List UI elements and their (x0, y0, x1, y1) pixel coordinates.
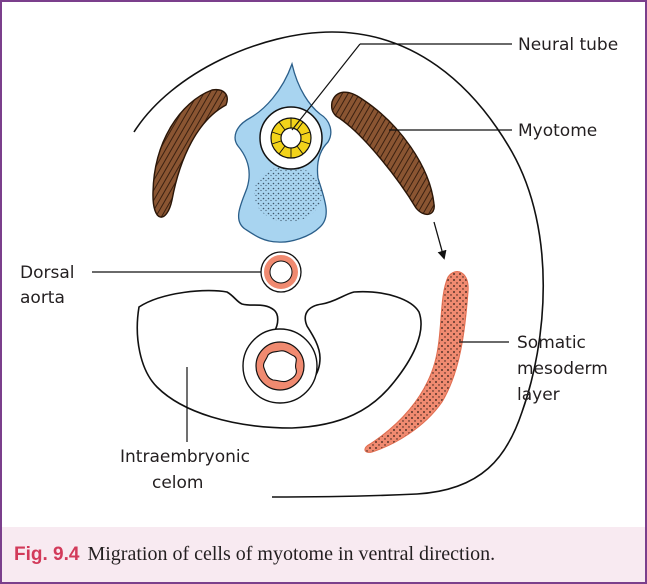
migration-arrow (434, 222, 444, 258)
label-neural-tube: Neural tube (518, 35, 618, 55)
right-myotome (332, 92, 435, 214)
label-celom-1: Intraembryonic (120, 447, 250, 467)
neural-canal (281, 128, 301, 148)
label-dorsal-aorta-2: aorta (20, 288, 65, 308)
figure-caption: Fig. 9.4 Migration of cells of myotome i… (2, 527, 645, 582)
label-somatic-2: mesoderm (517, 359, 608, 379)
label-celom-2: celom (152, 473, 204, 493)
label-dorsal-aorta-1: Dorsal (20, 263, 74, 283)
label-somatic-1: Somatic (517, 333, 586, 353)
caption-number: Fig. 9.4 (14, 544, 79, 566)
caption-text: Migration of cells of myotome in ventral… (87, 543, 495, 566)
gut-lumen (264, 351, 297, 382)
left-myotome (153, 90, 227, 217)
label-somatic-3: layer (517, 385, 560, 405)
embryo-cross-section-diagram: Neural tube Myotome Dorsal aorta Somatic… (2, 2, 645, 527)
label-myotome: Myotome (518, 121, 597, 141)
